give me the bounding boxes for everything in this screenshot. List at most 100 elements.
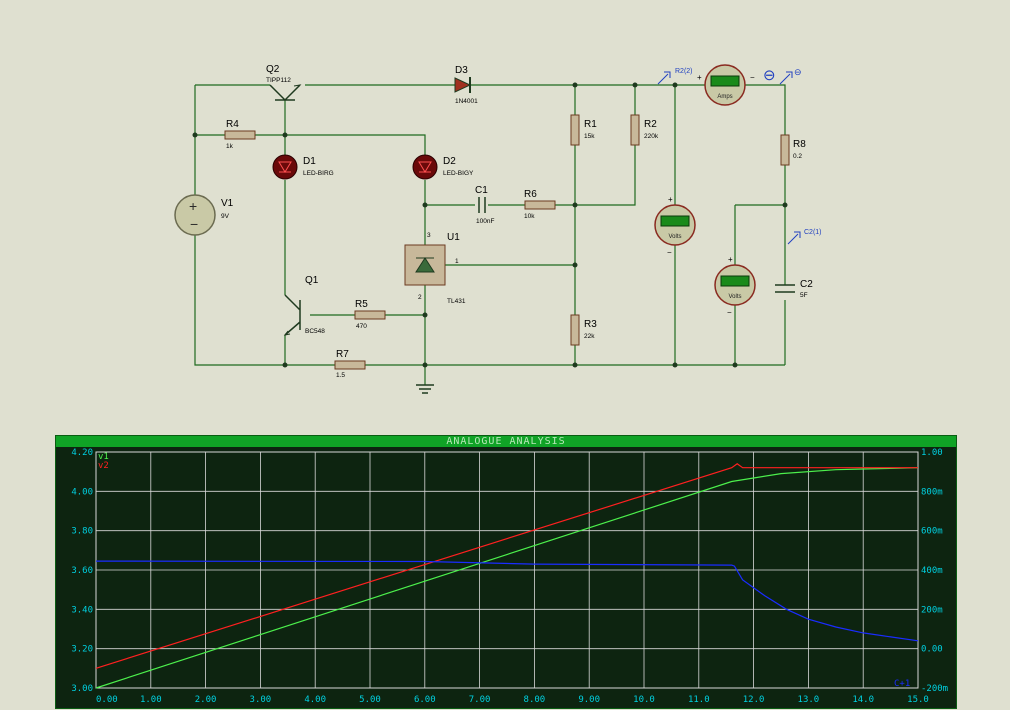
r7-ref: R7 bbox=[336, 349, 349, 360]
r4-ref: R4 bbox=[226, 119, 239, 130]
x-tick-label: 10.0 bbox=[633, 695, 655, 705]
led-d2: D2 LED-BIGY bbox=[412, 154, 474, 180]
d2-ref: D2 bbox=[443, 156, 456, 167]
r7-value: 1.5 bbox=[336, 372, 345, 379]
legend-current: C+1 bbox=[894, 679, 910, 689]
q2-value: TIPP112 bbox=[266, 77, 291, 84]
u1-pin1: 1 bbox=[455, 258, 459, 265]
d3-value: 1N4001 bbox=[455, 98, 478, 105]
y-left-tick-label: 3.40 bbox=[71, 605, 93, 615]
r3-value: 22k bbox=[584, 333, 595, 340]
d1-value: LED-BIRG bbox=[303, 170, 334, 177]
c1-value: 100nF bbox=[476, 218, 494, 225]
c2-value: 5F bbox=[800, 292, 808, 299]
u1-pin2: 2 bbox=[418, 294, 422, 301]
x-tick-label: 13.0 bbox=[798, 695, 820, 705]
trace-v1 bbox=[95, 467, 919, 689]
r5-ref: R5 bbox=[355, 299, 368, 310]
diode-d3: D3 1N4001 bbox=[454, 65, 478, 105]
y-left-tick-label: 3.20 bbox=[71, 645, 93, 655]
d3-ref: D3 bbox=[455, 65, 468, 76]
ground-icon bbox=[416, 384, 434, 394]
u1-ref: U1 bbox=[447, 232, 460, 243]
resistor-r4 bbox=[224, 130, 256, 140]
probe-current: ⊖ ⊖ bbox=[763, 67, 802, 85]
x-tick-label: 9.00 bbox=[578, 695, 600, 705]
resistor-r2 bbox=[630, 114, 640, 146]
y-left-tick-label: 3.80 bbox=[71, 527, 93, 537]
probe-current-minus: ⊖ bbox=[794, 67, 802, 77]
resistor-r1 bbox=[570, 114, 580, 146]
regulator-u1: U1 TL431 3 1 2 bbox=[404, 232, 466, 305]
ammeter-minus: − bbox=[750, 73, 755, 82]
d2-value: LED-BIGY bbox=[443, 170, 474, 177]
svg-text:+: + bbox=[189, 198, 197, 214]
capacitor-c2: C2 5F bbox=[775, 279, 813, 299]
voltmeter-1: Volts + − bbox=[654, 195, 696, 257]
voltmeter-2-unit: Volts bbox=[728, 294, 741, 300]
resistors bbox=[224, 114, 790, 370]
resistor-r7 bbox=[334, 360, 366, 370]
ammeter: Amps + − bbox=[697, 64, 755, 106]
legend-v1: v1 bbox=[98, 452, 109, 462]
q2-ref: Q2 bbox=[266, 64, 280, 75]
r2-ref: R2 bbox=[644, 119, 657, 130]
u1-value: TL431 bbox=[447, 298, 466, 305]
voltmeter-1-minus: − bbox=[667, 248, 672, 257]
resistor-r6 bbox=[524, 200, 556, 210]
voltmeter-1-unit: Volts bbox=[668, 234, 681, 240]
q1-value: BC548 bbox=[305, 328, 325, 335]
r1-value: 15k bbox=[584, 133, 595, 140]
y-left-tick-label: 3.60 bbox=[71, 566, 93, 576]
probe-r2-label: R2(2) bbox=[675, 68, 693, 75]
c2-ref: C2 bbox=[800, 279, 813, 290]
transistor-q1: Q1 BC548 bbox=[283, 275, 325, 336]
x-tick-label: 15.0 bbox=[907, 695, 929, 705]
r6-value: 10k bbox=[524, 213, 535, 220]
x-tick-label: 14.0 bbox=[852, 695, 874, 705]
wires bbox=[194, 84, 786, 385]
trace-v2 bbox=[95, 463, 918, 669]
traces bbox=[95, 463, 919, 689]
r8-value: 0.2 bbox=[793, 153, 802, 160]
graph-title: ANALOGUE ANALYSIS bbox=[56, 436, 956, 447]
x-tick-label: 12.0 bbox=[743, 695, 765, 705]
ammeter-plus: + bbox=[697, 73, 702, 82]
v1-value: 9V bbox=[221, 213, 230, 220]
x-tick-label: 7.00 bbox=[469, 695, 491, 705]
voltage-source-v1: + − V1 9V bbox=[174, 194, 234, 236]
x-tick-label: 5.00 bbox=[359, 695, 381, 705]
probe-c2-label: C2(1) bbox=[804, 229, 822, 236]
svg-text:−: − bbox=[190, 216, 198, 232]
capacitor-c1: C1 100nF bbox=[475, 185, 494, 225]
r5-value: 470 bbox=[356, 323, 367, 330]
probe-current-symbol: ⊖ bbox=[763, 67, 776, 84]
y-right-tick-label: 200m bbox=[921, 605, 943, 615]
r3-ref: R3 bbox=[584, 319, 597, 330]
x-tick-label: 6.00 bbox=[414, 695, 436, 705]
x-tick-label: 0.00 bbox=[96, 695, 118, 705]
junctions bbox=[192, 82, 788, 368]
voltmeter-2-minus: − bbox=[727, 308, 732, 317]
c1-ref: C1 bbox=[475, 185, 488, 196]
voltmeter-2: Volts + − bbox=[714, 255, 756, 317]
x-tick-label: 11.0 bbox=[688, 695, 710, 705]
y-left-tick-label: 3.00 bbox=[71, 684, 93, 694]
y-right-tick-label: 1.00 bbox=[921, 448, 943, 458]
q1-ref: Q1 bbox=[305, 275, 319, 286]
voltmeter-2-plus: + bbox=[728, 255, 733, 264]
y-left-tick-label: 4.00 bbox=[71, 487, 93, 497]
y-right-tick-label: 800m bbox=[921, 487, 943, 497]
x-tick-label: 1.00 bbox=[140, 695, 162, 705]
r2-value: 220k bbox=[644, 133, 659, 140]
d1-ref: D1 bbox=[303, 156, 316, 167]
circuit-schematic: Q2 TIPP112 D3 1N4001 R4 1k R5 470 R7 1.5… bbox=[174, 64, 822, 394]
ammeter-unit: Amps bbox=[717, 94, 732, 100]
r1-ref: R1 bbox=[584, 119, 597, 130]
trace-current bbox=[95, 560, 919, 642]
y-left-tick-label: 4.20 bbox=[71, 448, 93, 458]
probe-c2: C2(1) bbox=[787, 229, 822, 245]
